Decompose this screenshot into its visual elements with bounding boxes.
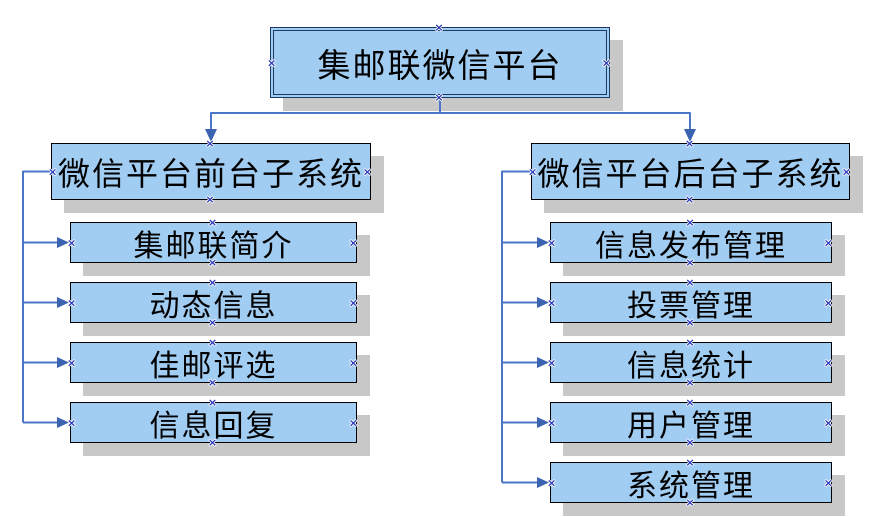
connection-handle-icon: × [823, 296, 835, 309]
connector-backend-trunk [501, 170, 549, 488]
leaf-node[interactable]: 信息统计 ×××× [547, 337, 835, 388]
branch-node-label: 微信平台前台子系统 [57, 154, 364, 193]
leaf-node-label: 佳邮评选 [149, 348, 278, 384]
connection-handle-icon: × [547, 236, 559, 249]
connection-handle-icon: × [348, 296, 360, 309]
leaf-node-label: 信息回复 [149, 408, 278, 444]
arrowhead-down-icon [684, 129, 696, 142]
connection-handle-icon: × [547, 296, 559, 309]
connection-handle-icon: × [823, 416, 835, 429]
root-node[interactable]: 集邮联微信平台 × × × × [267, 22, 613, 103]
connection-handle-icon: × [348, 356, 360, 369]
connection-handle-icon: × [205, 137, 217, 150]
arrowhead-right-icon [537, 237, 549, 248]
connection-handle-icon: × [434, 91, 446, 104]
connector-frontend-trunk [22, 170, 69, 428]
arrowhead-right-icon [537, 297, 549, 308]
arrowhead-right-icon [537, 357, 549, 368]
arrowhead-right-icon [57, 237, 69, 248]
leaf-node-label: 集邮联简介 [133, 228, 294, 264]
leaf-node-label: 动态信息 [149, 288, 278, 324]
leaf-node-label: 用户管理 [627, 408, 755, 444]
leaf-node-label: 信息发布管理 [595, 228, 787, 264]
connection-handle-icon: × [547, 416, 559, 429]
connection-handle-icon: × [67, 236, 79, 249]
connection-handle-icon: × [67, 416, 79, 429]
leaf-node[interactable]: 信息回复 ×××× [67, 397, 360, 448]
leaf-node[interactable]: 动态信息 ×××× [67, 277, 360, 328]
connection-handle-icon: × [362, 165, 374, 178]
branch-node-backend[interactable]: 微信平台后台子系统 ×××× [528, 138, 851, 205]
connection-handle-icon: × [823, 356, 835, 369]
connection-handle-icon: × [348, 236, 360, 249]
leaf-node-label: 系统管理 [627, 468, 755, 504]
connection-handle-icon: × [434, 21, 446, 34]
connection-handle-icon: × [67, 296, 79, 309]
connection-handle-icon: × [67, 356, 79, 369]
arrowhead-right-icon [57, 297, 69, 308]
leaf-node-label: 投票管理 [627, 288, 755, 324]
leaf-node-label: 信息统计 [627, 348, 755, 384]
leaf-node[interactable]: 系统管理 ×××× [547, 457, 835, 508]
root-node-label: 集邮联微信平台 [317, 45, 563, 85]
connection-handle-icon: × [823, 236, 835, 249]
connection-handle-icon: × [684, 193, 697, 206]
leaf-node[interactable]: 佳邮评选 ×××× [67, 337, 360, 388]
branch-node-label: 微信平台后台子系统 [537, 154, 844, 193]
connection-handle-icon: × [601, 56, 613, 69]
leaf-node[interactable]: 投票管理 ×××× [547, 277, 835, 328]
leaf-node[interactable]: 用户管理 ×××× [547, 397, 835, 448]
arrowhead-right-icon [57, 417, 69, 428]
connection-handle-icon: × [684, 137, 697, 150]
arrowhead-right-icon [537, 477, 549, 488]
connection-handle-icon: × [547, 476, 559, 489]
arrowhead-down-icon [205, 129, 217, 142]
arrowhead-right-icon [57, 357, 69, 368]
leaf-node[interactable]: 集邮联简介 ×××× [67, 217, 360, 268]
connection-handle-icon: × [547, 356, 559, 369]
branch-node-frontend[interactable]: 微信平台前台子系统 ×××× [48, 138, 374, 205]
connection-handle-icon: × [205, 193, 217, 206]
connection-handle-icon: × [348, 416, 360, 429]
connection-handle-icon: × [267, 56, 279, 69]
leaf-node[interactable]: 信息发布管理 ×××× [547, 217, 835, 268]
connector-root-to-branches [205, 98, 696, 142]
connection-handle-icon: × [823, 476, 835, 489]
arrowhead-right-icon [537, 417, 549, 428]
